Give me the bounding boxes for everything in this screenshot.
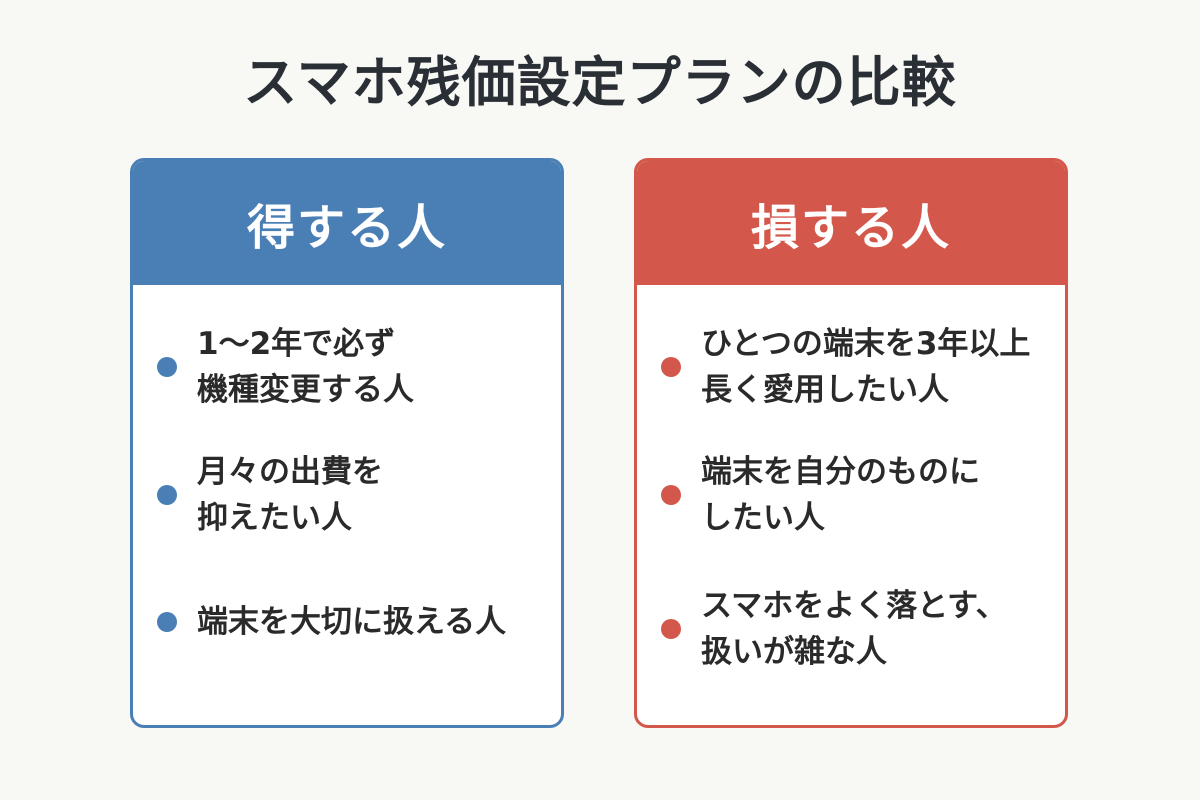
- loss-card-body: ひとつの端末を3年以上 長く愛用したい人 端末を自分のものに したい人 スマホを…: [637, 285, 1065, 725]
- gain-list-item: 端末を大切に扱える人: [157, 599, 551, 645]
- bullet-dot-icon: [157, 485, 177, 505]
- loss-item-text: ひとつの端末を3年以上 長く愛用したい人: [701, 326, 1031, 408]
- gain-card: 得する人 1〜2年で必ず 機種変更する人 月々の出費を 抑えたい人 端末を大切に…: [130, 158, 564, 728]
- bullet-dot-icon: [661, 485, 681, 505]
- page-title: スマホ残価設定プランの比較: [243, 51, 957, 114]
- bullet-dot-icon: [157, 612, 177, 632]
- gain-card-header: 得する人: [133, 161, 561, 285]
- bullet-dot-icon: [661, 619, 681, 639]
- loss-list-item: 端末を自分のものに したい人: [661, 449, 1055, 541]
- loss-list-item: スマホをよく落とす、 扱いが雑な人: [661, 583, 1055, 675]
- loss-item-text: 端末を自分のものに したい人: [701, 454, 980, 536]
- gain-list-item: 1〜2年で必ず 機種変更する人: [157, 321, 551, 413]
- bullet-dot-icon: [157, 357, 177, 377]
- gain-card-body: 1〜2年で必ず 機種変更する人 月々の出費を 抑えたい人 端末を大切に扱える人: [133, 285, 561, 725]
- gain-item-text: 端末を大切に扱える人: [197, 604, 507, 640]
- gain-item-text: 月々の出費を 抑えたい人: [197, 454, 383, 536]
- gain-item-text: 1〜2年で必ず 機種変更する人: [197, 326, 414, 408]
- loss-card-header: 損する人: [637, 161, 1065, 285]
- loss-card: 損する人 ひとつの端末を3年以上 長く愛用したい人 端末を自分のものに したい人…: [634, 158, 1068, 728]
- loss-item-text: スマホをよく落とす、 扱いが雑な人: [701, 588, 1007, 670]
- gain-list-item: 月々の出費を 抑えたい人: [157, 449, 551, 541]
- loss-list-item: ひとつの端末を3年以上 長く愛用したい人: [661, 321, 1055, 413]
- bullet-dot-icon: [661, 357, 681, 377]
